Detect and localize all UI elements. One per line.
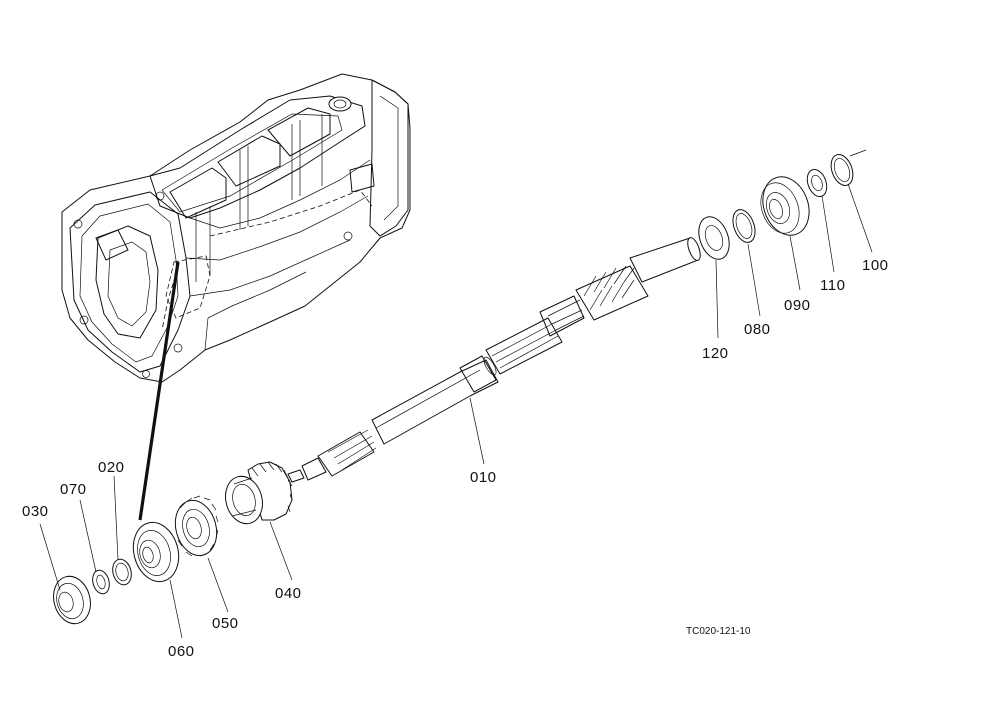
part-labels: 010 020 030 040 050 060 070 080 090 100 … bbox=[22, 257, 889, 660]
rear-bearing bbox=[760, 176, 810, 236]
figure-code: TC020-121-10 bbox=[686, 626, 751, 637]
main-shaft bbox=[287, 149, 867, 483]
front-bearing bbox=[132, 521, 180, 583]
part-label-110: 110 bbox=[820, 277, 845, 294]
bevel-gear bbox=[174, 495, 219, 557]
part-label-050: 050 bbox=[212, 615, 239, 632]
part-label-040: 040 bbox=[275, 585, 302, 602]
part-label-070: 070 bbox=[60, 481, 87, 498]
circlip bbox=[732, 209, 756, 243]
end-circlip bbox=[830, 154, 854, 186]
part-label-010: 010 bbox=[470, 469, 497, 486]
assembly-arrow bbox=[138, 261, 180, 521]
transmission-case bbox=[61, 73, 411, 383]
leader-lines bbox=[39, 183, 873, 639]
seal bbox=[698, 216, 730, 260]
part-label-100: 100 bbox=[862, 257, 889, 274]
spacer-collar bbox=[92, 569, 110, 595]
outer-bearing bbox=[53, 575, 91, 625]
part-label-060: 060 bbox=[168, 643, 195, 660]
part-label-090: 090 bbox=[784, 297, 811, 314]
collar bbox=[806, 168, 828, 198]
snap-ring bbox=[112, 558, 132, 586]
part-label-080: 080 bbox=[744, 321, 771, 338]
part-label-020: 020 bbox=[98, 459, 125, 476]
spur-gear bbox=[225, 461, 293, 525]
part-label-030: 030 bbox=[22, 503, 49, 520]
part-label-120: 120 bbox=[702, 345, 729, 362]
